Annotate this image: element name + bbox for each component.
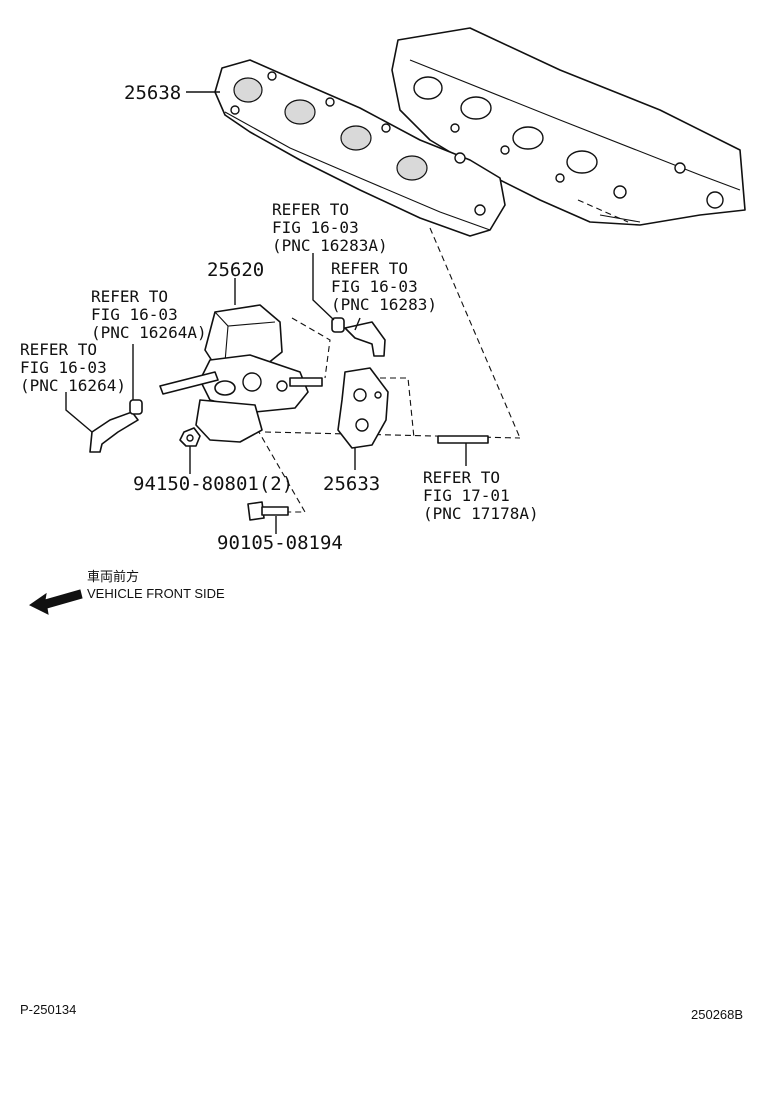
ref-16283-line-2: FIG 16-03 [331,277,418,296]
leader-lines [65,91,467,534]
vehicle-front-indicator: 車両前方 VEHICLE FRONT SIDE [29,569,225,615]
gasket-illustration [337,367,389,449]
ref-17178a-line-1: REFER TO [423,468,500,487]
reference-17178a: REFER TO FIG 17-01 (PNC 17178A) [423,468,539,523]
footer-left-code: P-250134 [20,1002,76,1017]
part-number-valve: 25620 [207,259,264,281]
bolt-illustration [247,501,289,521]
ref-17178a-line-2: FIG 17-01 [423,486,510,505]
part-number-gasket: 25633 [323,473,380,495]
ref-16283-line-1: REFER TO [331,259,408,278]
reference-16283: REFER TO FIG 16-03 (PNC 16283) [331,259,437,314]
vehicle-front-japanese: 車両前方 [87,569,139,584]
footer-right-code: 250268B [691,1007,743,1022]
stud-illustration [437,435,489,444]
ref-16264a-line-3: (PNC 16264A) [91,323,207,342]
reference-16264: REFER TO FIG 16-03 (PNC 16264) [20,340,126,395]
ref-16264-line-3: (PNC 16264) [20,376,126,395]
ref-16283a-line-2: FIG 16-03 [272,218,359,237]
cylinder-head-illustration [391,27,746,226]
front-arrow-icon [29,589,83,615]
part-number-nut: 94150-80801(2) [133,473,293,495]
reference-16283a: REFER TO FIG 16-03 (PNC 16283A) [272,200,388,255]
part-number-manifold: 25638 [124,82,181,104]
ref-17178a-line-3: (PNC 17178A) [423,504,539,523]
part-number-bolt: 90105-08194 [217,532,343,554]
ref-16283-line-3: (PNC 16283) [331,295,437,314]
ref-16264a-line-2: FIG 16-03 [91,305,178,324]
ref-16264-line-1: REFER TO [20,340,97,359]
hose-16283-illustration [331,317,386,357]
hose-16264-illustration [89,399,143,453]
ref-16283a-line-1: REFER TO [272,200,349,219]
vehicle-front-english: VEHICLE FRONT SIDE [87,586,225,601]
reference-16264a: REFER TO FIG 16-03 (PNC 16264A) [91,287,207,342]
nut-illustration [179,427,201,447]
ref-16264-line-2: FIG 16-03 [20,358,107,377]
exhaust-manifold-illustration [214,59,506,237]
ref-16283a-line-3: (PNC 16283A) [272,236,388,255]
ref-16264a-line-1: REFER TO [91,287,168,306]
egr-valve-illustration [159,304,323,443]
